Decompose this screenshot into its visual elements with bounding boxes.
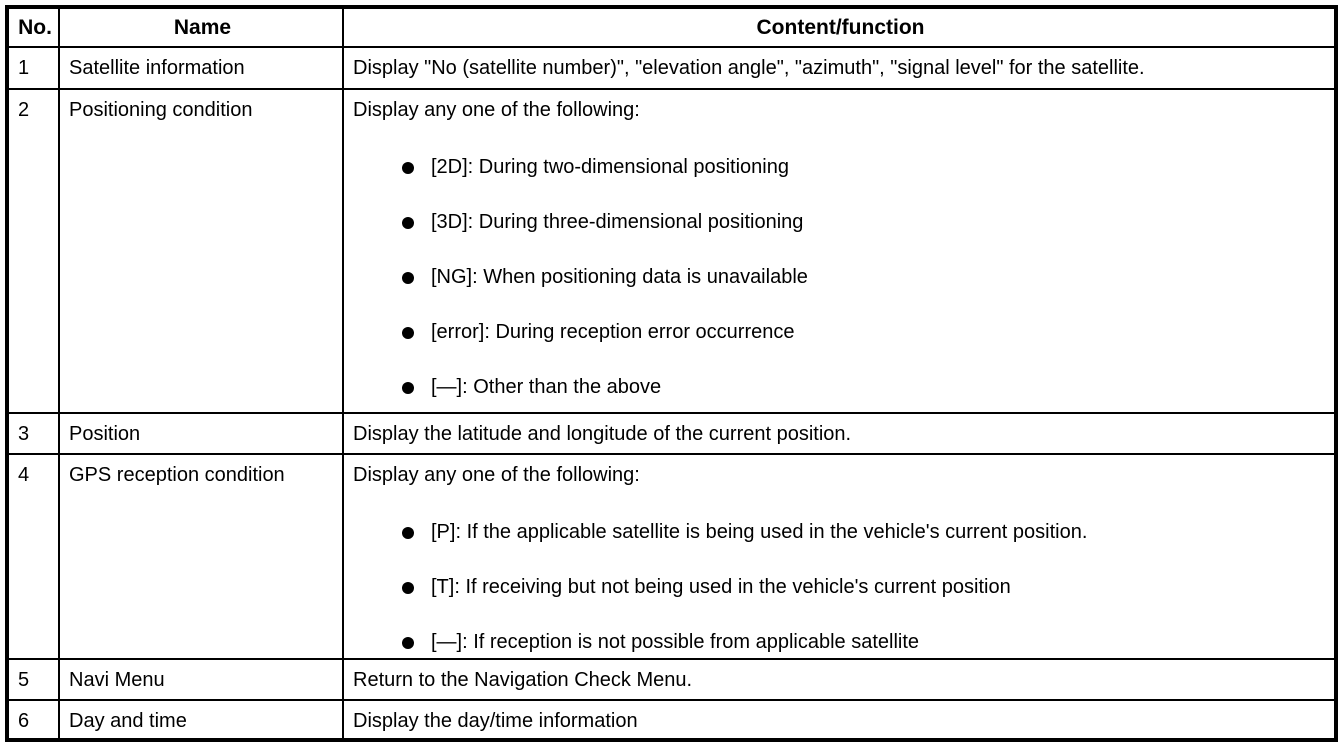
table-row: 1 Satellite information Display "No (sat… xyxy=(6,46,1337,90)
bullet-text: [error]: During reception error occurren… xyxy=(431,321,795,343)
list-item: [NG]: When positioning data is unavailab… xyxy=(353,265,1328,289)
list-item: [2D]: During two-dimensional positioning xyxy=(353,155,1328,179)
list-item: [—]: Other than the above xyxy=(353,375,1328,399)
row-name: Navi Menu xyxy=(58,658,344,701)
row-content: Display the latitude and longitude of th… xyxy=(342,412,1337,455)
row-name: Satellite information xyxy=(58,46,344,90)
header-content-function: Content/function xyxy=(342,6,1337,48)
row-name: GPS reception condition xyxy=(58,453,344,660)
content-text: Display "No (satellite number)", "elevat… xyxy=(353,57,1145,79)
list-item: [3D]: During three-dimensional positioni… xyxy=(353,210,1328,234)
row-name: Day and time xyxy=(58,699,344,741)
header-name: Name xyxy=(58,6,344,48)
bullet-icon xyxy=(402,637,414,649)
row-content: Display the day/time information xyxy=(342,699,1337,741)
row-number: 3 xyxy=(6,412,60,455)
bullet-icon xyxy=(402,272,414,284)
row-name: Positioning condition xyxy=(58,88,344,414)
row-content: Return to the Navigation Check Menu. xyxy=(342,658,1337,701)
table-row: 2 Positioning condition Display any one … xyxy=(6,88,1337,414)
row-number: 6 xyxy=(6,699,60,741)
content-text: Display the latitude and longitude of th… xyxy=(353,423,852,445)
content-text: Display any one of the following: xyxy=(353,99,640,121)
table-header-row: No. Name Content/function xyxy=(6,6,1337,48)
list-item: [—]: If reception is not possible from a… xyxy=(353,630,1328,654)
bullet-icon xyxy=(402,217,414,229)
table-row: 3 Position Display the latitude and long… xyxy=(6,412,1337,455)
content-text: Display the day/time information xyxy=(353,710,638,732)
bullet-icon xyxy=(402,327,414,339)
bullet-icon xyxy=(402,527,414,539)
bullet-text: [—]: Other than the above xyxy=(431,376,662,398)
row-content: Display any one of the following: [P]: I… xyxy=(342,453,1337,660)
row-number: 5 xyxy=(6,658,60,701)
row-number: 2 xyxy=(6,88,60,414)
content-text: Display any one of the following: xyxy=(353,464,640,486)
bullet-icon xyxy=(402,382,414,394)
bullet-list: [P]: If the applicable satellite is bein… xyxy=(353,520,1328,654)
table-row: 6 Day and time Display the day/time info… xyxy=(6,699,1337,741)
row-content: Display any one of the following: [2D]: … xyxy=(342,88,1337,414)
table-row: 4 GPS reception condition Display any on… xyxy=(6,453,1337,660)
list-item: [T]: If receiving but not being used in … xyxy=(353,575,1328,599)
bullet-text: [P]: If the applicable satellite is bein… xyxy=(431,521,1088,543)
bullet-list: [2D]: During two-dimensional positioning… xyxy=(353,155,1328,399)
header-no: No. xyxy=(6,6,60,48)
bullet-text: [3D]: During three-dimensional positioni… xyxy=(431,211,804,233)
list-item: [P]: If the applicable satellite is bein… xyxy=(353,520,1328,544)
list-item: [error]: During reception error occurren… xyxy=(353,320,1328,344)
row-content: Display "No (satellite number)", "elevat… xyxy=(342,46,1337,90)
content-text: Return to the Navigation Check Menu. xyxy=(353,669,693,691)
bullet-icon xyxy=(402,162,414,174)
bullet-text: [—]: If reception is not possible from a… xyxy=(431,631,920,653)
bullet-text: [2D]: During two-dimensional positioning xyxy=(431,156,789,178)
bullet-text: [NG]: When positioning data is unavailab… xyxy=(431,266,808,288)
content-function-table: No. Name Content/function 1 Satellite in… xyxy=(5,5,1338,742)
row-name: Position xyxy=(58,412,344,455)
row-number: 4 xyxy=(6,453,60,660)
bullet-icon xyxy=(402,582,414,594)
bullet-text: [T]: If receiving but not being used in … xyxy=(431,576,1011,598)
row-number: 1 xyxy=(6,46,60,90)
table-row: 5 Navi Menu Return to the Navigation Che… xyxy=(6,658,1337,701)
